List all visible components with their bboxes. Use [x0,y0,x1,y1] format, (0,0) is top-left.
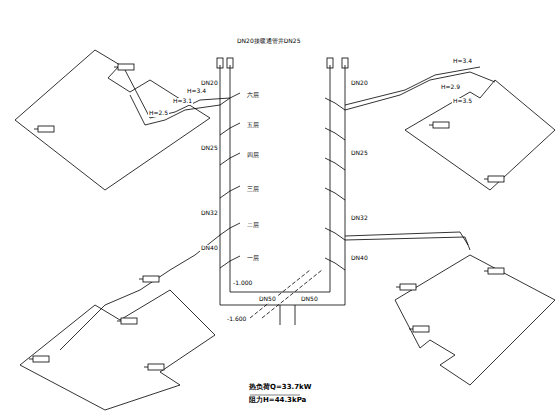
pipe-label: DN20 [350,80,369,87]
floor-plate [405,80,555,190]
pipe-label: -1.000 [232,280,253,287]
pipe-label: H=3.5 [452,98,473,105]
pipe-label: 四层 [246,152,260,159]
pipe-label: DN20 [200,80,219,87]
pipe-label: DN25 [350,150,369,157]
pipe-label: DN40 [200,245,219,252]
floor-plate [20,290,215,410]
pipe-label: DN50 [300,296,319,303]
pipe-label: 一层 [246,255,260,262]
pipe-label: 六层 [246,92,260,99]
floor-plate [15,50,210,190]
pipe-label: -1.600 [226,316,247,323]
pipe-label: H=3.4 [186,88,207,95]
pipe-label: H=2.5 [148,110,169,117]
pipe-label: DN40 [350,255,369,262]
pipe-label: DN20接暖通管井DN25 [236,38,302,45]
pipe-label: DN32 [350,215,369,222]
pipe-label: 五层 [246,122,260,129]
pipe-label: DN25 [200,145,219,152]
pipe-label: 三层 [246,186,260,193]
pipe-label: 二层 [246,222,260,229]
pipe-label: H=2.9 [440,84,461,91]
pipe-label: H=3.4 [452,58,473,65]
pipe-label: DN50 [258,296,277,303]
load-note: 阻力H=44.3kPa [248,397,307,405]
floor-plate [395,255,555,385]
pipe-label: H=3.1 [172,98,193,105]
load-note: 热负荷Q=33.7kW [248,384,312,392]
pipe-label: DN32 [200,210,219,217]
